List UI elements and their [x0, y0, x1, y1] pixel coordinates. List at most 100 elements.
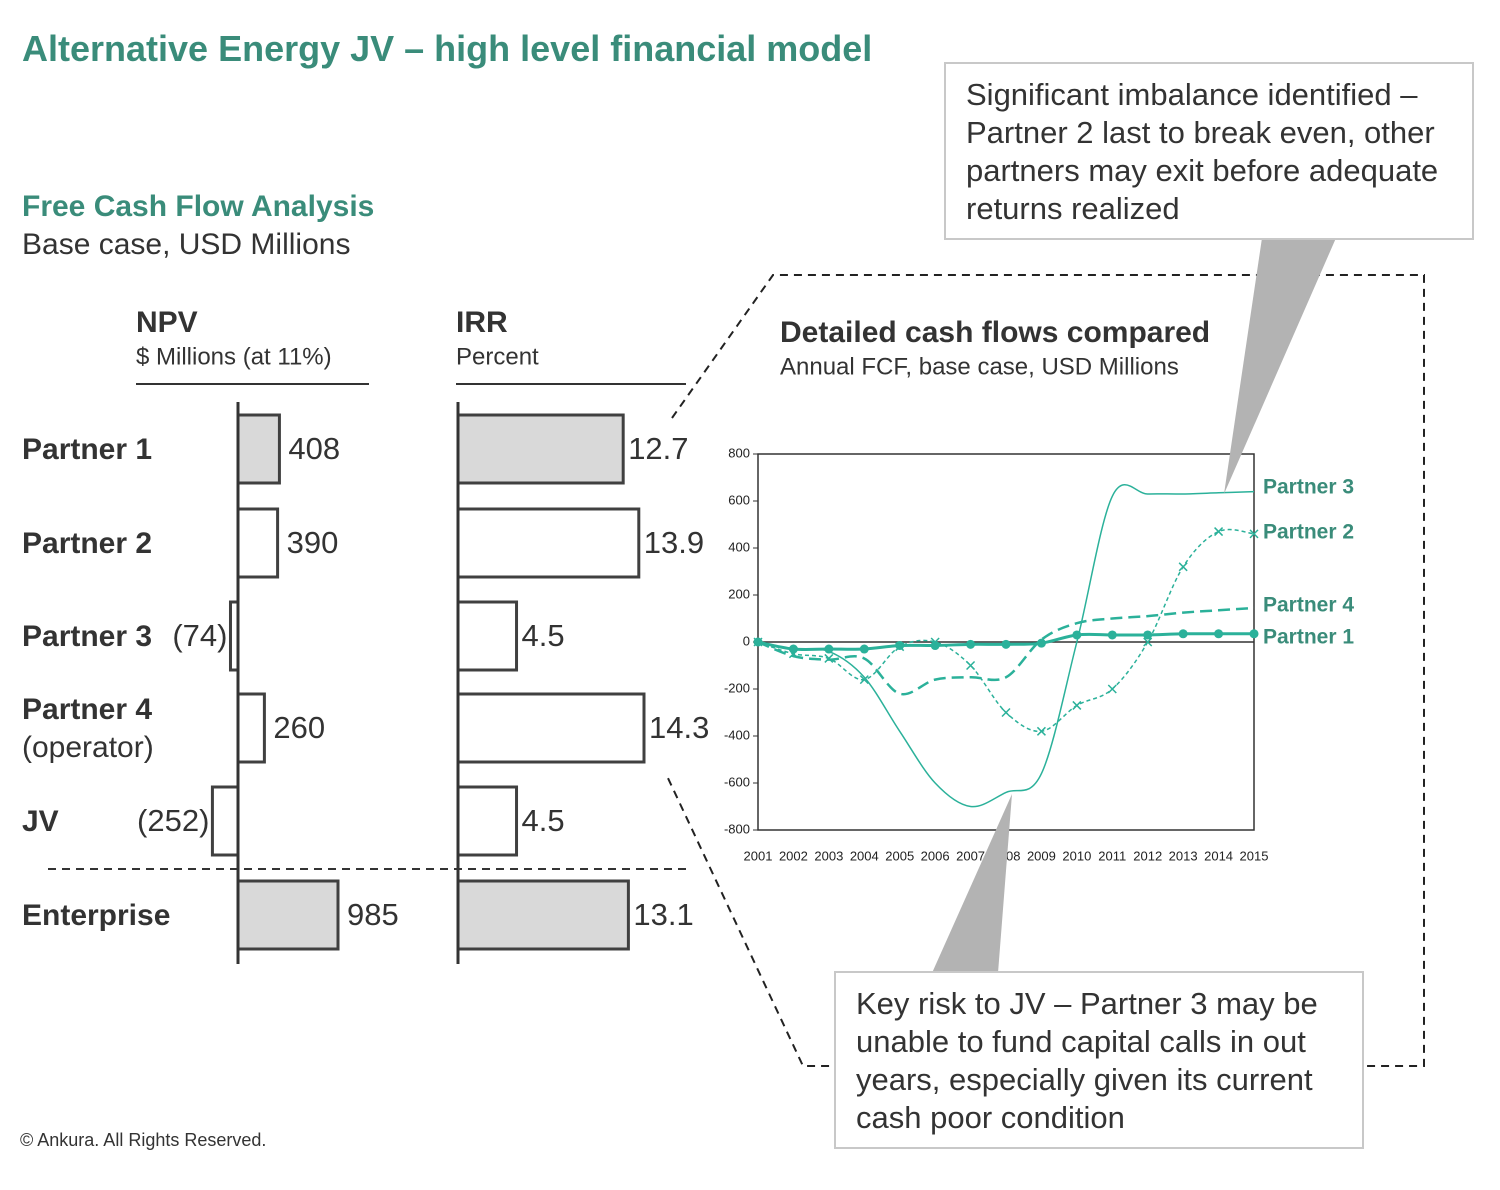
category-sublabel: (operator)	[22, 731, 154, 764]
irr-value-label: 4.5	[522, 803, 565, 838]
x-tick-label: 2009	[1027, 848, 1056, 863]
npv-bar	[236, 879, 340, 951]
section-title: Free Cash Flow Analysis	[22, 190, 375, 223]
x-tick-label: 2015	[1240, 848, 1269, 863]
series-marker	[1036, 726, 1046, 736]
x-tick-label: 2001	[744, 848, 773, 863]
irr-bar	[456, 413, 625, 485]
series-legend-label: Partner 2	[1263, 521, 1354, 544]
y-tick-label: 800	[728, 445, 750, 460]
series-legend-label: Partner 1	[1263, 626, 1354, 649]
callout-bottom-pointer	[932, 794, 1012, 973]
irr-value-label: 12.7	[628, 431, 688, 466]
irr-bar	[456, 785, 519, 857]
series-marker	[966, 660, 976, 671]
irr-value-label: 4.5	[522, 618, 565, 653]
section-subtitle: Base case, USD Millions	[22, 228, 351, 261]
series-line	[757, 606, 1255, 696]
x-tick-label: 2010	[1062, 848, 1091, 863]
category-label: Enterprise	[22, 899, 170, 932]
series-marker	[1214, 629, 1224, 639]
series-legend-label: Partner 4	[1263, 594, 1354, 617]
series-marker	[1001, 639, 1011, 649]
irr-value-label: 13.1	[633, 897, 693, 932]
category-label: Partner 3	[22, 620, 152, 653]
callout-bottom: Key risk to JV – Partner 3 may be unable…	[834, 971, 1364, 1149]
category-label: JV	[22, 805, 59, 838]
npv-value-label: 408	[288, 431, 340, 466]
series-marker	[1107, 684, 1117, 694]
series-marker	[1107, 630, 1117, 640]
x-tick-label: 2002	[779, 848, 808, 863]
copyright-footer: © Ankura. All Rights Reserved.	[20, 1130, 267, 1150]
series-marker	[1072, 700, 1082, 710]
irr-value-label: 14.3	[649, 710, 709, 745]
x-tick-label: 2012	[1133, 848, 1162, 863]
irr-value-label: 13.9	[644, 525, 704, 560]
series-line	[757, 484, 1255, 808]
npv-value-label: 390	[287, 525, 339, 560]
series-marker	[1143, 630, 1153, 640]
page-title: Alternative Energy JV – high level finan…	[22, 28, 873, 69]
series-marker	[1143, 637, 1153, 647]
series-line	[757, 528, 1255, 733]
irr-bar	[456, 507, 641, 579]
x-tick-label: 2013	[1169, 848, 1198, 863]
npv-value-label: (74)	[172, 618, 227, 653]
series-marker	[1178, 562, 1188, 572]
x-tick-label: 2007	[956, 848, 985, 863]
irr-bar	[456, 879, 630, 951]
series-marker	[1249, 529, 1259, 539]
series-marker	[788, 644, 798, 654]
category-label: Partner 2	[22, 527, 152, 560]
y-tick-label: 0	[743, 633, 750, 648]
category-label: Partner 4	[22, 693, 152, 726]
series-marker	[859, 675, 869, 685]
npv-bar	[236, 507, 280, 579]
series-marker	[859, 644, 869, 654]
y-tick-label: -400	[724, 727, 750, 742]
y-tick-label: 400	[728, 539, 750, 554]
npv-bar	[236, 413, 281, 485]
irr-bar	[456, 692, 646, 764]
x-tick-label: 2014	[1204, 848, 1233, 863]
x-tick-label: 2005	[885, 848, 914, 863]
series-marker	[1036, 638, 1046, 648]
series-marker	[824, 644, 834, 654]
series-marker	[930, 641, 940, 651]
line-chart-title: Detailed cash flows compared	[780, 316, 1210, 349]
npv-title: NPV	[136, 306, 198, 339]
series-marker	[1249, 629, 1259, 639]
zoom-frame	[666, 274, 1425, 1067]
npv-bar	[210, 785, 240, 857]
y-tick-label: -200	[724, 680, 750, 695]
npv-value-label: 985	[347, 897, 399, 932]
y-tick-label: -800	[724, 821, 750, 836]
y-tick-label: -600	[724, 774, 750, 789]
series-marker	[1214, 527, 1224, 537]
x-tick-label: 2003	[814, 848, 843, 863]
series-legend-label: Partner 3	[1263, 476, 1354, 499]
npv-bar	[236, 692, 266, 764]
x-tick-label: 2011	[1098, 848, 1126, 863]
category-label: Partner 1	[22, 433, 152, 466]
npv-subtitle: $ Millions (at 11%)	[136, 343, 332, 370]
x-tick-label: 2004	[850, 848, 879, 863]
series-marker	[895, 641, 905, 651]
irr-title: IRR	[456, 306, 508, 339]
npv-value-label: 260	[273, 710, 325, 745]
irr-subtitle: Percent	[456, 343, 539, 370]
series-marker	[1072, 630, 1082, 640]
x-tick-label: 2006	[921, 848, 950, 863]
y-tick-label: 200	[728, 586, 750, 601]
callout-top: Significant imbalance identified – Partn…	[944, 62, 1474, 240]
series-marker	[1001, 707, 1011, 718]
npv-value-label: (252)	[137, 803, 209, 838]
irr-bar	[456, 600, 519, 672]
series-marker	[1178, 629, 1188, 639]
callout-top-pointer	[1224, 238, 1336, 494]
y-tick-label: 600	[728, 492, 750, 507]
series-marker	[753, 637, 763, 647]
series-marker	[966, 639, 976, 649]
